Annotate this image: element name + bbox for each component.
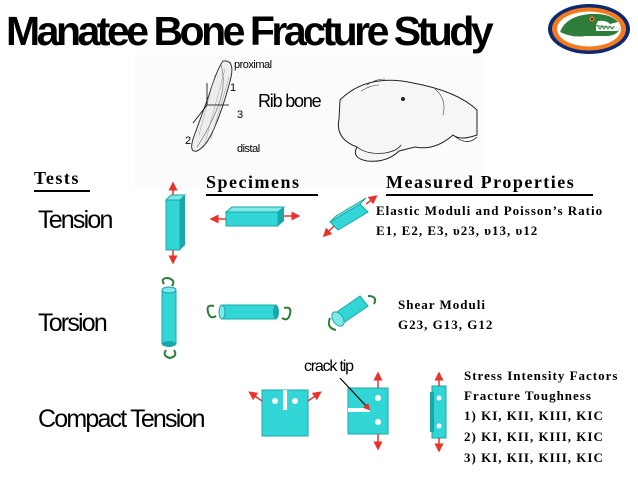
torsion-specimen-diagonal <box>327 295 377 331</box>
crack-tip-label: crack tip <box>304 358 354 375</box>
axis-3-label: 3 <box>237 109 243 121</box>
test-compact-tension: Compact Tension <box>38 405 205 433</box>
florida-gators-logo <box>546 2 632 56</box>
torsion-specimen-vertical <box>161 276 177 360</box>
compact-tension-specimen-1 <box>248 389 322 437</box>
header-specimens-underline <box>206 194 318 196</box>
rib-bone-label: Rib bone <box>258 91 322 111</box>
header-measured-properties-underline <box>386 194 593 196</box>
property-ct-line-4: 2) KI, KII, KIII, KIC <box>464 429 604 444</box>
property-torsion-line-1: Shear Moduli <box>398 297 486 312</box>
property-tension-line-1: Elastic Moduli and Poisson’s Ratio <box>376 203 604 218</box>
rib-bone-figure: proximal distal 1 2 3 Rib bone <box>135 55 485 189</box>
property-ct-line-2: Fracture Toughness <box>464 388 592 403</box>
property-ct-line-1: Stress Intensity Factors <box>464 368 619 383</box>
tension-specimen-vertical <box>164 181 187 265</box>
header-tests: Tests <box>34 168 80 188</box>
torsion-specimen-horizontal <box>206 304 292 321</box>
compact-tension-specimen-2 <box>339 371 389 451</box>
compact-tension-specimen-3 <box>430 371 447 453</box>
axis-2-label: 2 <box>185 135 191 147</box>
header-tests-underline <box>34 190 90 192</box>
page-title: Manatee Bone Fracture Study <box>6 8 494 54</box>
proximal-label: proximal <box>234 59 272 71</box>
axis-1-label: 1 <box>230 82 236 94</box>
tension-specimen-diagonal <box>322 195 378 238</box>
property-ct-line-3: 1) KI, KII, KIII, KIC <box>464 408 604 423</box>
header-specimens: Specimens <box>206 172 301 192</box>
test-tension: Tension <box>38 206 113 234</box>
tension-specimen-horizontal <box>209 206 301 227</box>
test-torsion: Torsion <box>38 309 108 337</box>
property-tension-line-2: E1, E2, E3, υ23, υ13, υ12 <box>376 223 539 238</box>
distal-label: distal <box>237 143 260 155</box>
property-torsion-line-2: G23, G13, G12 <box>398 317 494 332</box>
property-ct-line-5: 3) KI, KII, KIII, KIC <box>464 450 604 465</box>
header-measured-properties: Measured Properties <box>386 172 576 192</box>
